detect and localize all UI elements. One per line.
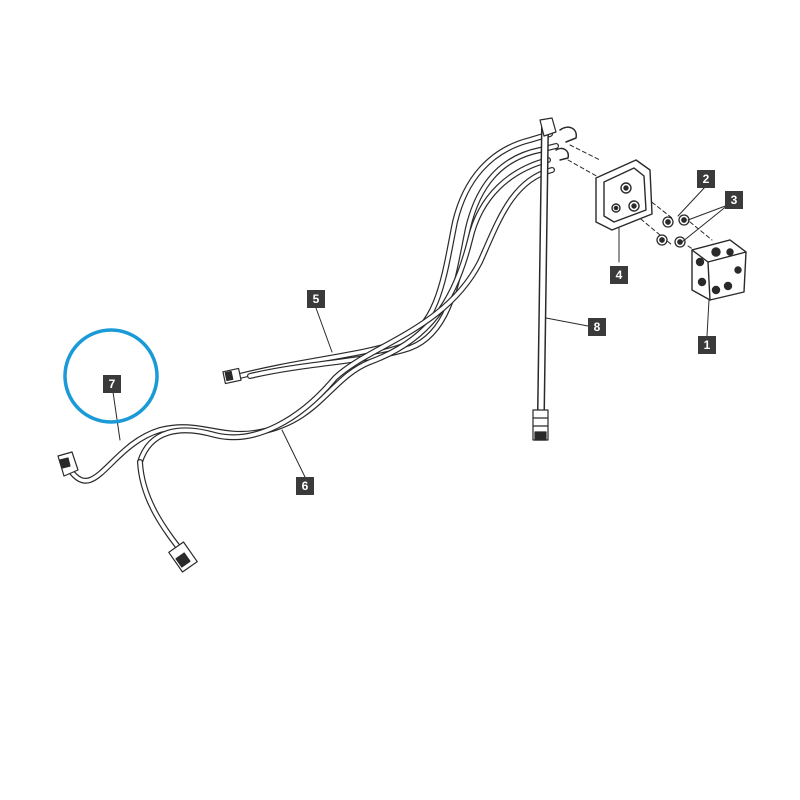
- fittings: [57, 117, 577, 573]
- callout-4: 4: [610, 266, 628, 284]
- callout-5: 5: [307, 290, 325, 308]
- callout-7: 7: [103, 375, 121, 393]
- callout-8: 8: [588, 318, 606, 336]
- callout-3: 3: [725, 191, 743, 209]
- highlight-circle: [63, 328, 159, 424]
- callout-2: 2: [697, 170, 715, 188]
- callout-1: 1: [698, 336, 716, 354]
- steering-unit-part-1: [691, 239, 747, 301]
- hose-8: [537, 124, 549, 414]
- callout-6: 6: [296, 477, 314, 495]
- hose-6: [67, 157, 555, 555]
- leader-lines: [112, 185, 729, 478]
- adapters-part-2-3: [656, 214, 690, 248]
- bracket-part-4: [595, 159, 653, 231]
